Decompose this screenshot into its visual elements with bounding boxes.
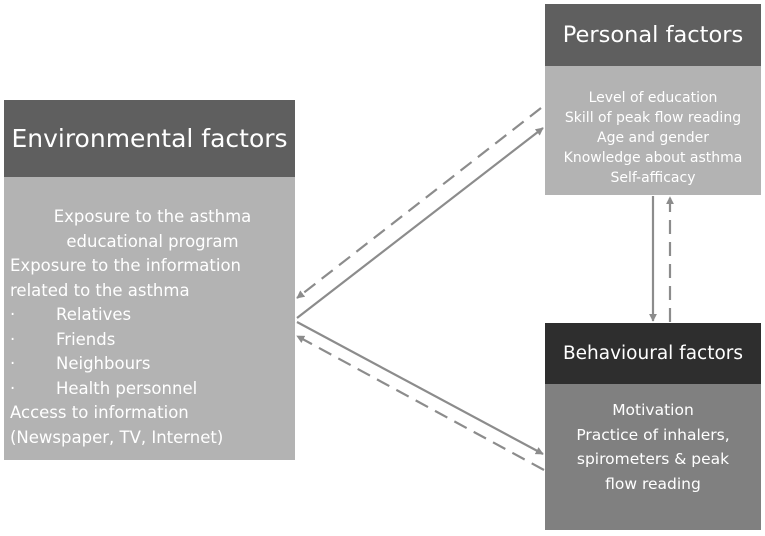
bullet-dot: · [10, 305, 16, 324]
behavioural-factors-title: Behavioural factors [562, 343, 744, 364]
behavioural-line: Motivation [612, 401, 694, 419]
env-bullet-item: · Health personnel [10, 377, 295, 402]
behavioural-line: Practice of inhalers, [576, 425, 730, 444]
environmental-factors-title: Environmental factors [11, 124, 288, 153]
personal-factors-header: Personal factors [545, 4, 761, 66]
env-bullet-item: · Neighbours [10, 352, 295, 377]
bullet-dot: · [10, 378, 16, 398]
environmental-factors-box: Exposure to the asthma educational progr… [4, 177, 295, 460]
env-line-4: related to the asthma [10, 280, 190, 300]
env-bullet-item: · Relatives [10, 303, 295, 328]
personal-item: Skill of peak flow reading [564, 110, 742, 126]
env-line-2: educational program [66, 231, 239, 251]
bullet-dot: · [10, 329, 16, 349]
personal-item: Knowledge about asthma [563, 150, 743, 166]
behavioural-factors-header: Behavioural factors [545, 323, 761, 384]
behavioural-line: flow reading [605, 474, 701, 493]
personal-factors-title: Personal factors [562, 22, 744, 48]
personal-item: Level of education [588, 90, 718, 106]
env-line-3: Exposure to the information [10, 256, 241, 275]
bullet-dot: · [10, 354, 16, 373]
arrow-personal-to-env-dashed [296, 107, 542, 299]
personal-item: Age and gender [597, 130, 709, 146]
behavioural-factors-box: Motivation Practice of inhalers, spirome… [545, 384, 761, 530]
env-bullet-item: · Friends [10, 328, 295, 353]
env-line-1: Exposure to the asthma [53, 207, 252, 226]
arrow-behavioural-to-env-dashed [296, 335, 545, 471]
env-line-6: (Newspaper, TV, Internet) [10, 427, 224, 447]
env-bullet-label: Friends [56, 329, 116, 349]
env-bullet-label: Neighbours [56, 354, 151, 373]
arrow-env-to-personal [296, 127, 544, 319]
env-line-5: Access to information [10, 403, 189, 422]
environmental-factors-header: Environmental factors [4, 100, 295, 177]
personal-factors-box: Level of education Skill of peak flow re… [545, 66, 761, 195]
env-bullet-label: Health personnel [56, 378, 198, 398]
arrow-env-to-behavioural [296, 321, 544, 455]
personal-item: Self-afficacy [610, 170, 696, 186]
env-bullet-label: Relatives [56, 305, 132, 324]
behavioural-line: spirometers & peak [576, 450, 730, 468]
